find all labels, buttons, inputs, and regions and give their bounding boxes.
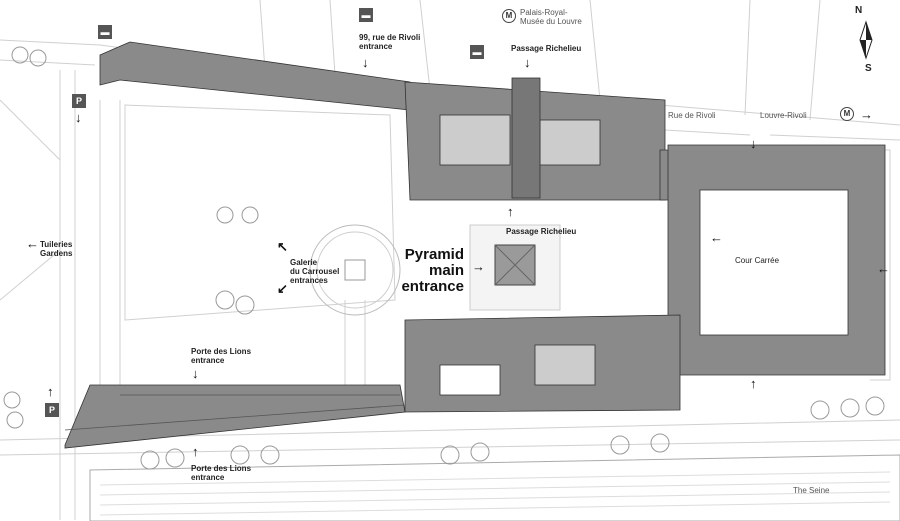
- arrow-left-icon: ←: [26, 236, 39, 251]
- compass-icon: [859, 20, 873, 60]
- arrow-down-icon: ↓: [192, 366, 199, 381]
- seine-river: [89, 454, 900, 521]
- arrow-right-icon: →: [860, 107, 873, 122]
- rue-de-rivoli-label: Rue de Rivoli: [668, 111, 716, 120]
- arrow-down-icon: ↓: [524, 55, 531, 70]
- arrow-up-icon: ↑: [507, 204, 514, 219]
- carrousel-inner: [316, 231, 394, 309]
- compass-north: N: [855, 5, 863, 16]
- metro-icon: M: [840, 107, 854, 121]
- seine-label: The Seine: [793, 486, 830, 495]
- trees: [3, 46, 885, 470]
- grande-galerie: [64, 384, 406, 449]
- pyramid: [469, 224, 561, 311]
- carrousel-circle: [309, 224, 401, 316]
- arrow-up-icon: ↑: [47, 384, 54, 399]
- arrow-up-left-icon: ↖: [277, 239, 288, 254]
- taxi-icon: ▬: [359, 8, 373, 22]
- louvre-buildings: [64, 41, 886, 449]
- metro-louvre-rivoli-label: Louvre-Rivoli: [760, 111, 807, 120]
- arrow-up-icon: ↑: [750, 376, 757, 391]
- taxi-icon: ▬: [470, 45, 484, 59]
- arrow-up-icon: ↑: [192, 444, 199, 459]
- cour-carree-label: Cour Carrée: [735, 256, 780, 265]
- arrow-down-left-icon: ↙: [277, 281, 288, 296]
- taxi-icon: ▬: [98, 25, 112, 39]
- arrow-right-icon: →: [472, 259, 485, 274]
- passage-richelieu-south-label: Passage Richelieu: [506, 227, 577, 236]
- carrousel-square: [344, 259, 366, 281]
- arrow-down-icon: ↓: [750, 136, 757, 151]
- north-wing: [99, 41, 411, 111]
- arrow-down-icon: ↓: [75, 110, 82, 125]
- parking-icon: P: [45, 403, 59, 417]
- parking-icon: P: [72, 94, 86, 108]
- cour-carree-courtyard: [699, 189, 849, 336]
- metro-icon: M: [502, 9, 516, 23]
- metro-palais-royal-label: Palais-Royal-Musée du Louvre: [520, 8, 582, 26]
- arrow-left-icon: ←: [877, 261, 890, 276]
- pavillon-richelieu: [511, 77, 541, 199]
- passage-richelieu-north-label: Passage Richelieu: [511, 44, 582, 53]
- arrow-down-icon: ↓: [362, 55, 369, 70]
- compass-south: S: [865, 63, 872, 74]
- arrow-left-icon: ←: [710, 230, 723, 245]
